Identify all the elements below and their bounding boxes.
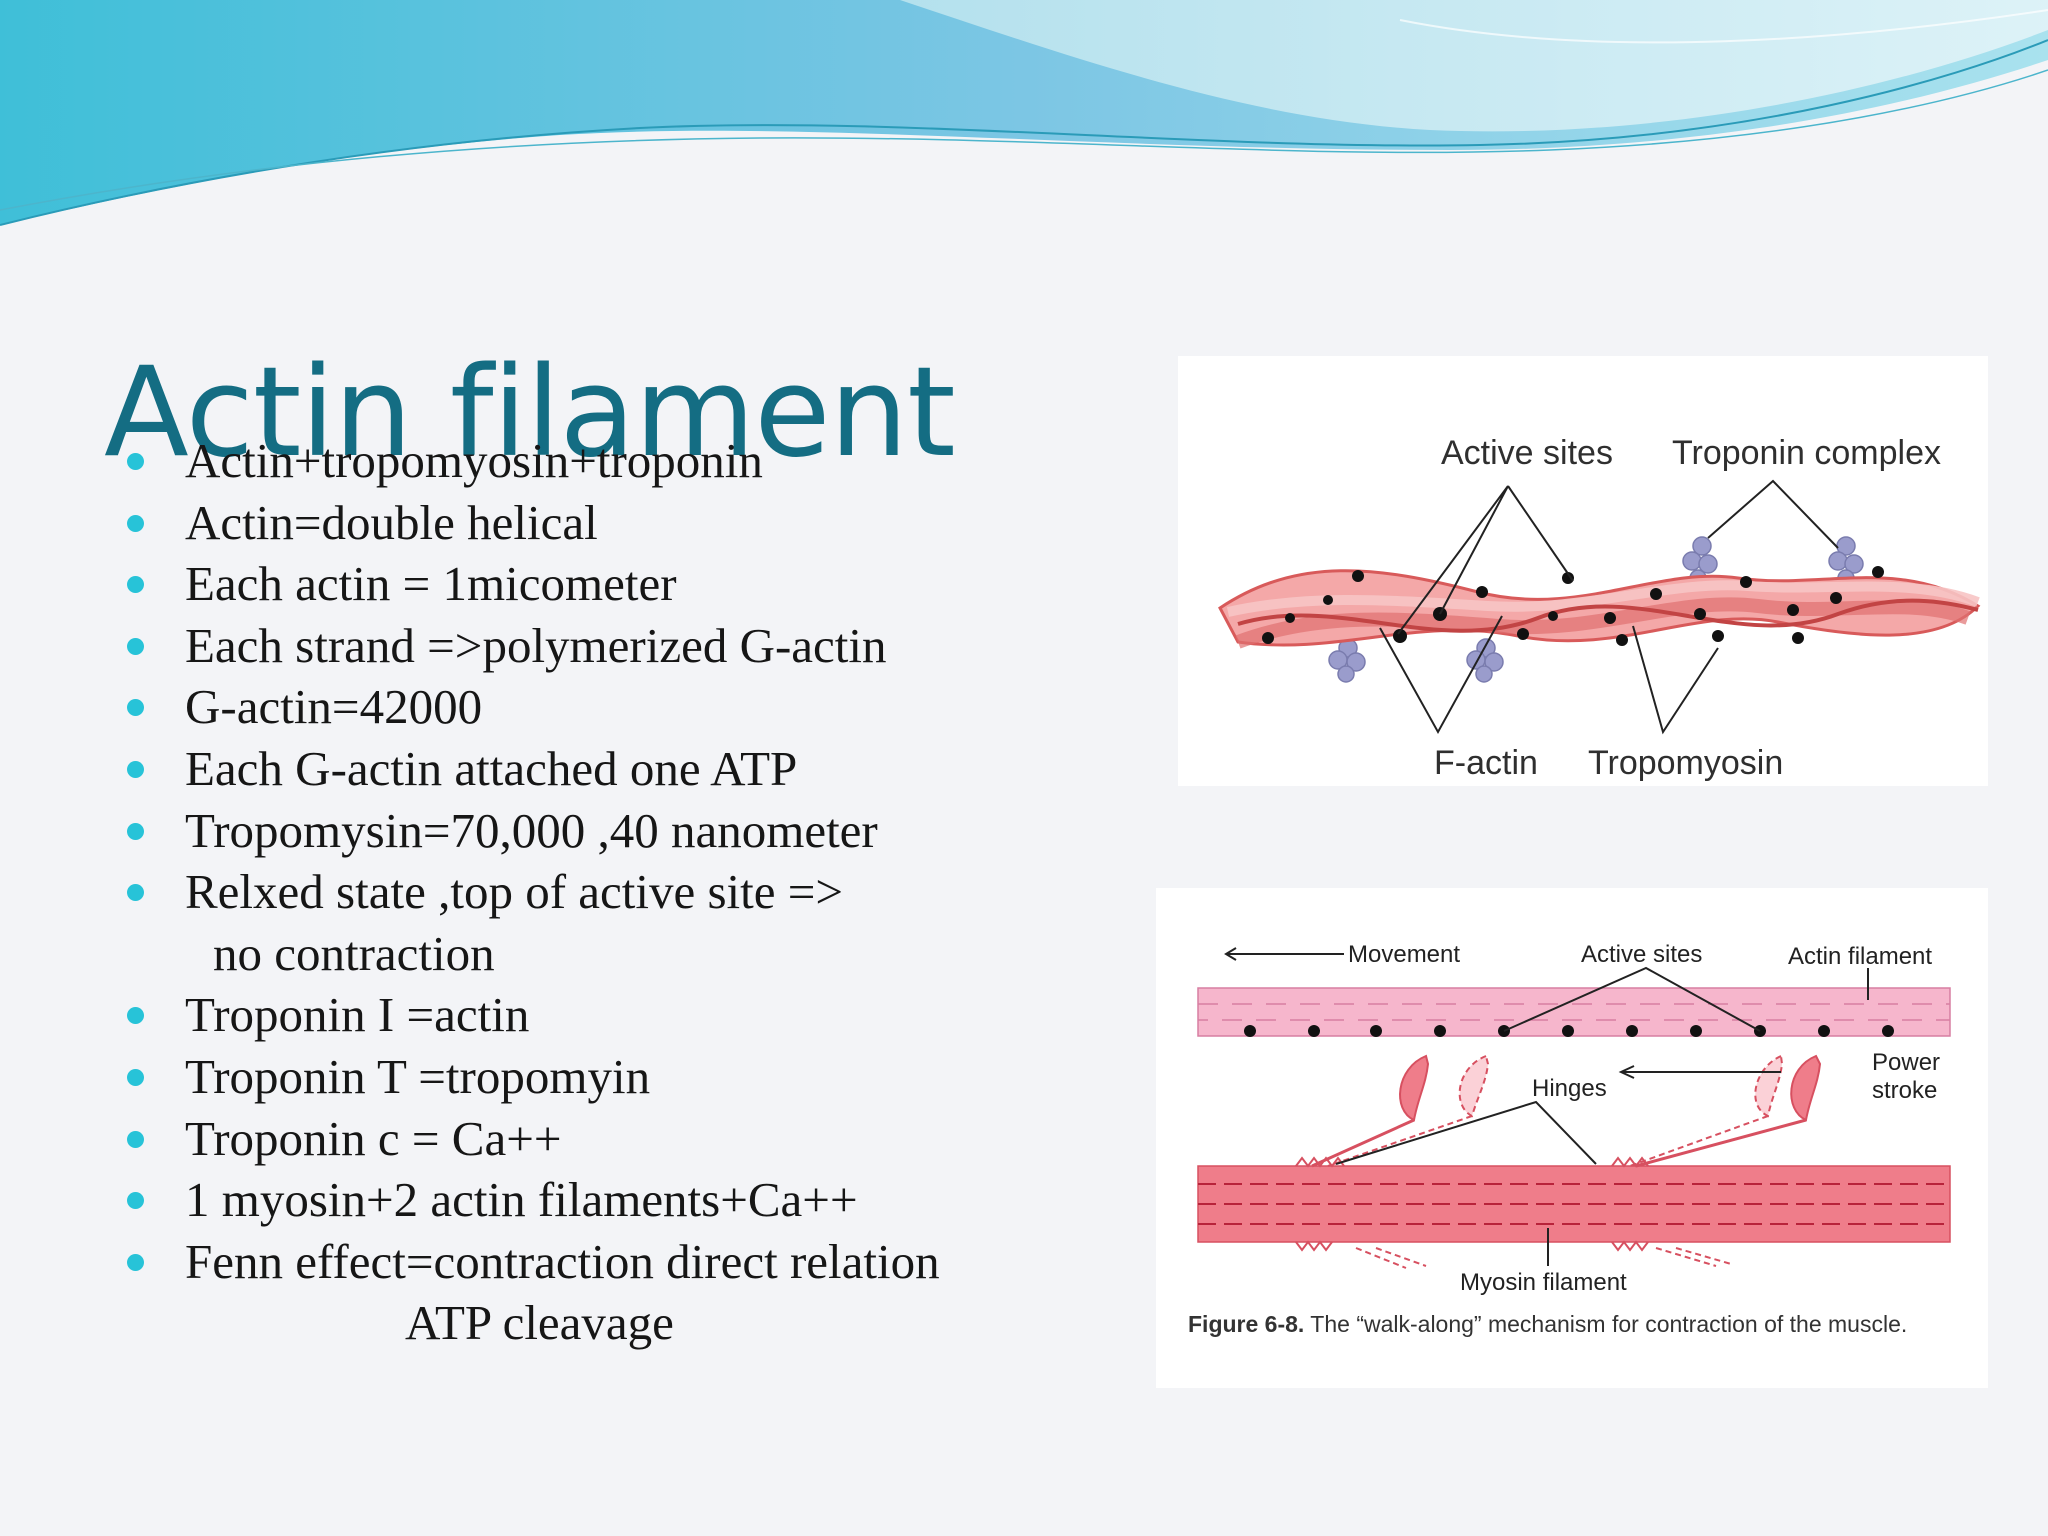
stroke-label: stroke — [1872, 1077, 1937, 1104]
bullet-text: Each actin = 1micometer — [185, 556, 677, 612]
bullet-item: Troponin I =actin — [125, 984, 1085, 1046]
bullet-text: Fenn effect=contraction direct relation — [185, 1233, 940, 1289]
bullet-icon — [127, 1068, 144, 1086]
bullet-text: G-actin=42000 — [185, 679, 483, 735]
bullet-text: Troponin c = Ca++ — [185, 1110, 562, 1166]
tropomyosin-label: Tropomyosin — [1588, 744, 1783, 782]
bullet-text: Each G-actin attached one ATP — [185, 740, 798, 796]
bullet-item: Actin+tropomyosin+troponin — [125, 430, 1085, 492]
bullet-item: Each actin = 1micometer — [125, 553, 1085, 615]
figure-caption: Figure 6-8. The “walk-along” mechanism f… — [1188, 1308, 1968, 1340]
active-sites-label: Active sites — [1441, 434, 1613, 472]
hinges-label: Hinges — [1532, 1075, 1607, 1102]
bullet-icon — [127, 699, 144, 717]
bullet-icon — [127, 1253, 144, 1271]
bullet-icon — [127, 822, 144, 840]
myosin-head-shapes — [1295, 1054, 1822, 1269]
bullet-icon — [127, 576, 144, 594]
walk-along-figure: Movement Active sites Actin filament Hin… — [1156, 888, 1988, 1388]
bullet-item: G-actin=42000 — [125, 676, 1085, 738]
figure-number: Figure 6-8. — [1188, 1311, 1305, 1337]
bullet-text: Troponin T =tropomyin — [185, 1048, 651, 1104]
bullet-icon — [127, 453, 144, 470]
actin-structure-diagram: Active sites Troponin complex F-actin Tr… — [1218, 434, 1981, 782]
bullet-continuation: no contraction — [213, 925, 495, 981]
bullet-text: Relxed state ,top of active site => — [185, 864, 844, 920]
bullet-item: Actin=double helical — [125, 492, 1085, 554]
bullet-icon — [127, 1130, 144, 1148]
tropomyosin-strand-shape — [1237, 598, 1979, 633]
active-site-dots — [1262, 566, 1884, 646]
bullet-continuation: ATP cleavage — [405, 1295, 674, 1351]
f-actin-label: F-actin — [1434, 744, 1538, 782]
bullet-text: Tropomysin=70,000 ,40 nanometer — [185, 802, 878, 858]
bullet-list: Actin+tropomyosin+troponin Actin=double … — [125, 430, 1085, 1354]
bullet-text: Troponin I =actin — [185, 987, 530, 1043]
bullet-icon — [127, 514, 144, 532]
bullet-icon — [127, 637, 144, 655]
bullet-item: Troponin T =tropomyin — [125, 1046, 1085, 1108]
power-label: Power — [1872, 1049, 1940, 1076]
header-wave-decoration — [0, 0, 2048, 226]
label-pointer-lines — [1379, 479, 1839, 735]
actin-filament-label: Actin filament — [1788, 943, 1932, 970]
bullet-item: 1 myosin+2 actin filaments+Ca++ — [125, 1169, 1085, 1231]
bullet-item: Relxed state ,top of active site =>no co… — [125, 861, 1085, 984]
bullet-item: Each G-actin attached one ATP — [125, 738, 1085, 800]
bullet-text: Each strand =>polymerized G-actin — [185, 617, 887, 673]
bullet-icon — [127, 1192, 144, 1210]
myosin-filament-label: Myosin filament — [1460, 1269, 1627, 1296]
bullet-icon — [127, 1007, 144, 1025]
bullet-item: Tropomysin=70,000 ,40 nanometer — [125, 800, 1085, 862]
walk-along-diagram: Movement Active sites Actin filament Hin… — [1197, 941, 1951, 1296]
actin-structure-figure: Active sites Troponin complex F-actin Tr… — [1178, 356, 1988, 786]
troponin-complex-label: Troponin complex — [1672, 434, 1941, 472]
label-pointer-lines — [1224, 947, 1869, 1266]
movement-label: Movement — [1348, 941, 1460, 968]
bullet-icon — [127, 760, 144, 778]
bullet-text: Actin+tropomyosin+troponin — [185, 433, 763, 488]
bullet-text: Actin=double helical — [185, 494, 598, 550]
bullet-item: Each strand =>polymerized G-actin — [125, 615, 1085, 677]
bullet-text: 1 myosin+2 actin filaments+Ca++ — [185, 1172, 858, 1228]
active-sites-label: Active sites — [1581, 941, 1702, 968]
figure-caption-text: The “walk-along” mechanism for contracti… — [1310, 1311, 1908, 1337]
actin-active-site-dots — [1244, 1025, 1894, 1037]
bullet-item: Troponin c = Ca++ — [125, 1108, 1085, 1170]
slide-title: Actin filament — [104, 341, 956, 486]
bullet-icon — [127, 884, 144, 902]
